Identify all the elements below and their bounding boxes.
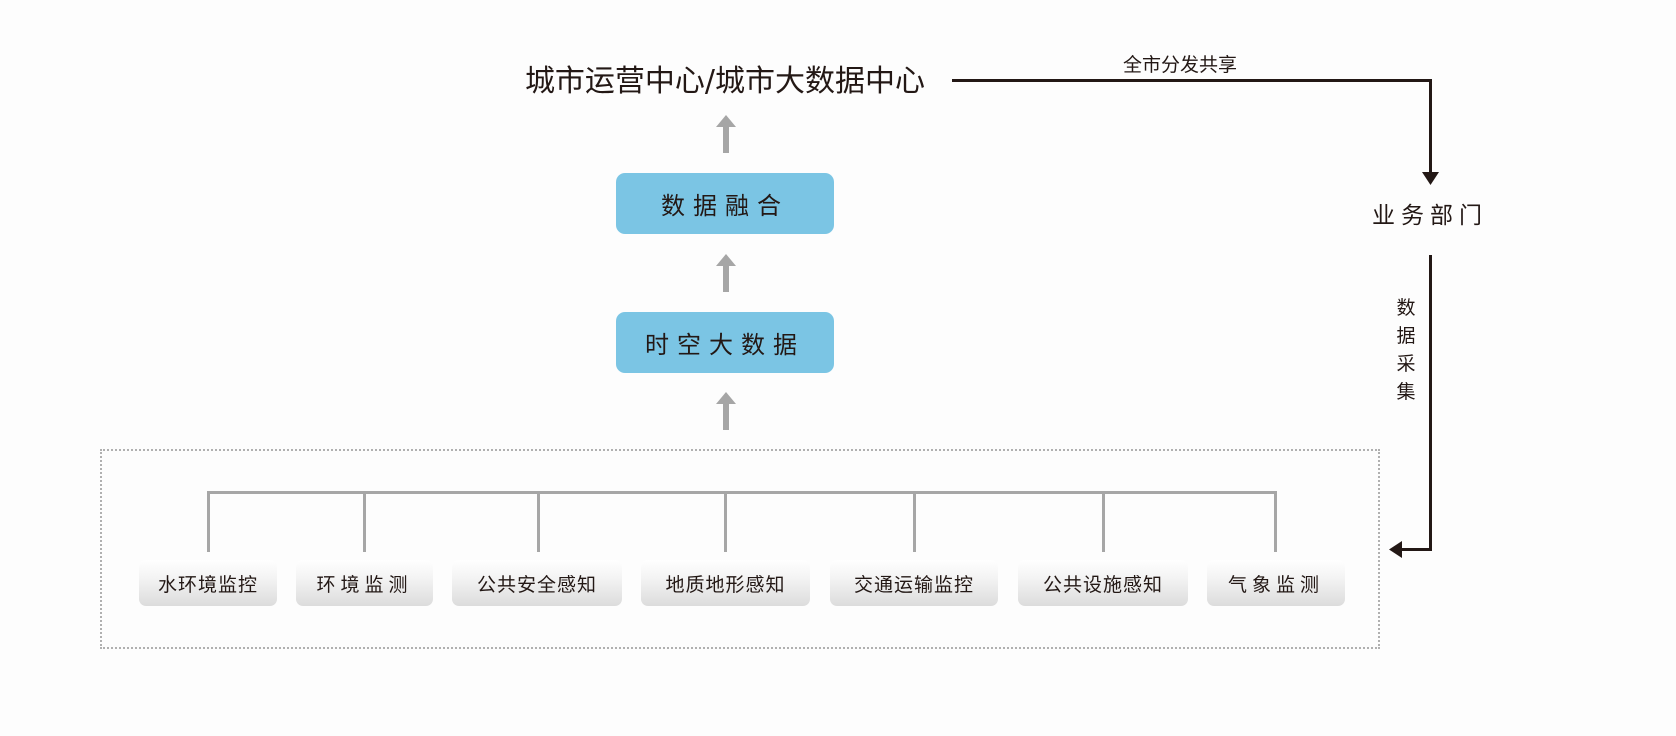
collect-line-horizontal (1400, 548, 1432, 551)
connector-vertical (537, 491, 540, 552)
source-public-facilities: 公共设施感知 (1018, 560, 1188, 606)
arrow-up-icon (716, 392, 736, 430)
arrow-up-icon (716, 254, 736, 292)
share-line-horizontal (952, 79, 1432, 82)
connector-vertical (207, 491, 210, 552)
share-line-vertical (1429, 79, 1432, 177)
arrow-down-icon (1422, 172, 1439, 185)
connector-horizontal (207, 491, 1277, 494)
data-sources-group (100, 449, 1380, 649)
connector-vertical (724, 491, 727, 552)
city-center-title: 城市运营中心/城市大数据中心 (524, 64, 926, 99)
connector-vertical (913, 491, 916, 552)
collect-line-vertical (1429, 255, 1432, 551)
source-weather: 气象监测 (1207, 560, 1345, 606)
connector-vertical (363, 491, 366, 552)
arrow-up-icon (716, 115, 736, 153)
source-geology-terrain: 地质地形感知 (641, 560, 810, 606)
source-environment-monitoring: 环境监测 (296, 560, 433, 606)
data-fusion-box: 数据融合 (616, 173, 834, 234)
collect-label: 数据采集 (1396, 297, 1416, 403)
arrow-left-icon (1389, 541, 1402, 558)
department-label: 业务部门 (1372, 203, 1488, 229)
connector-vertical (1102, 491, 1105, 552)
source-public-safety: 公共安全感知 (452, 560, 622, 606)
spatiotemporal-big-data-box: 时空大数据 (616, 312, 834, 373)
connector-vertical (1274, 491, 1277, 552)
share-label: 全市分发共享 (1122, 54, 1237, 76)
source-water-environment: 水环境监控 (139, 560, 277, 606)
source-transportation: 交通运输监控 (830, 560, 998, 606)
